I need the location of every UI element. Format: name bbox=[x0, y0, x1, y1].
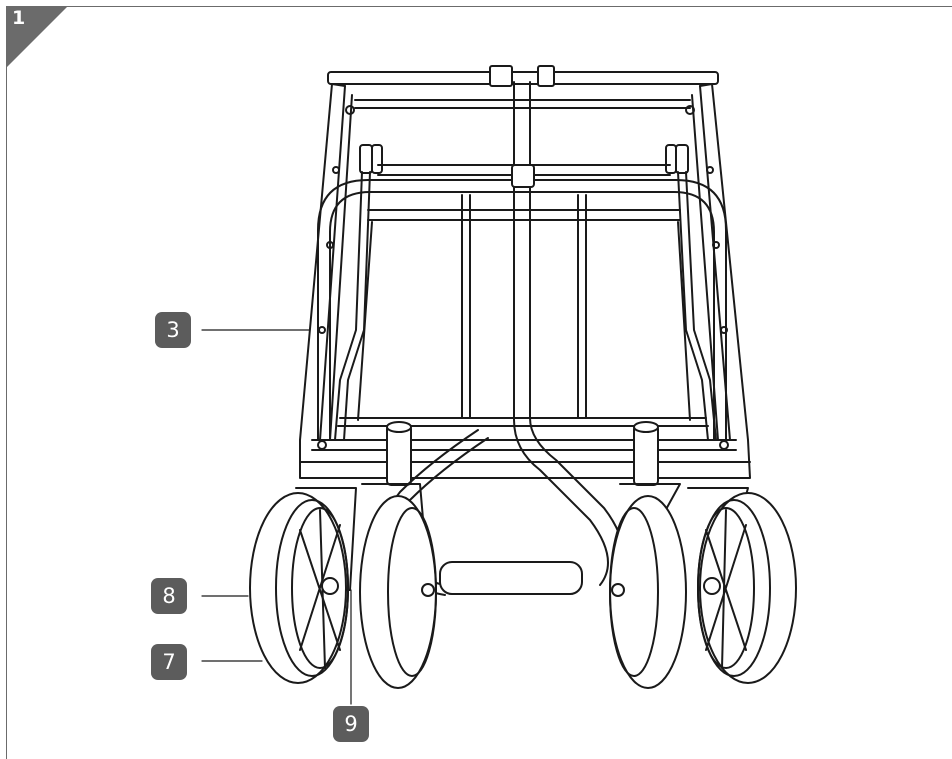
top-rear-bar bbox=[327, 65, 719, 109]
leader-lines bbox=[201, 329, 352, 705]
callout-wheel-axle: 9 bbox=[333, 706, 369, 742]
wheel-left-inner bbox=[359, 483, 437, 689]
figure-number-badge bbox=[6, 6, 68, 68]
callout-tire: 7 bbox=[151, 644, 187, 680]
wheel-right-outer bbox=[687, 487, 797, 684]
figure-frame bbox=[6, 6, 952, 759]
basket-panels bbox=[334, 164, 717, 441]
callout-frame: 3 bbox=[155, 312, 191, 348]
wheel-left-outer bbox=[249, 487, 357, 684]
callout-wheel-rim: 8 bbox=[151, 578, 187, 614]
bottom-crossbars bbox=[299, 439, 751, 463]
swivel-posts bbox=[386, 421, 659, 486]
wheel-right-inner bbox=[609, 483, 687, 689]
figure-number: 1 bbox=[12, 7, 26, 29]
